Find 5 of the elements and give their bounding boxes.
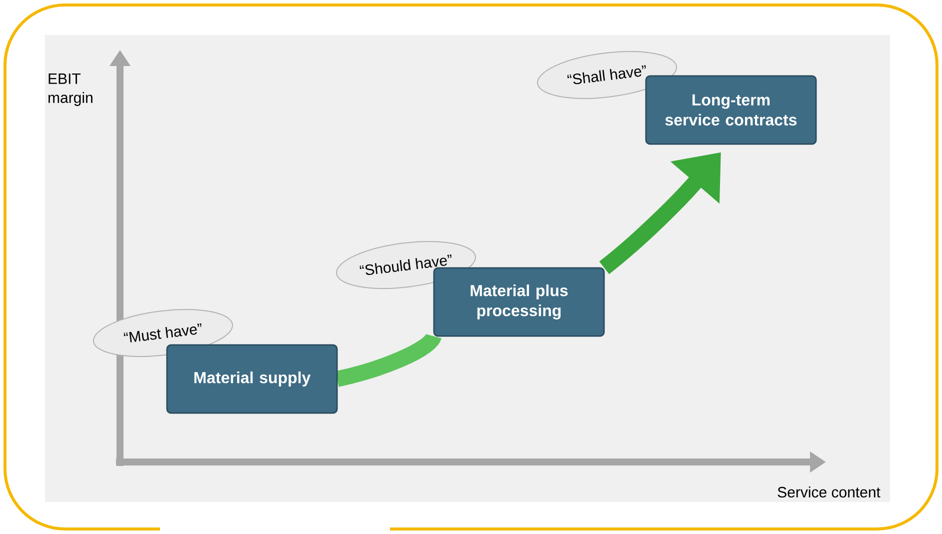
axis-label: EBIT margin bbox=[48, 74, 92, 106]
stage-box: Long-term service contracts bbox=[645, 75, 817, 145]
stage-box: Material supply bbox=[166, 344, 338, 414]
axis-label: Service content bbox=[778, 486, 880, 498]
stage-box: Material plus processing bbox=[433, 267, 605, 337]
